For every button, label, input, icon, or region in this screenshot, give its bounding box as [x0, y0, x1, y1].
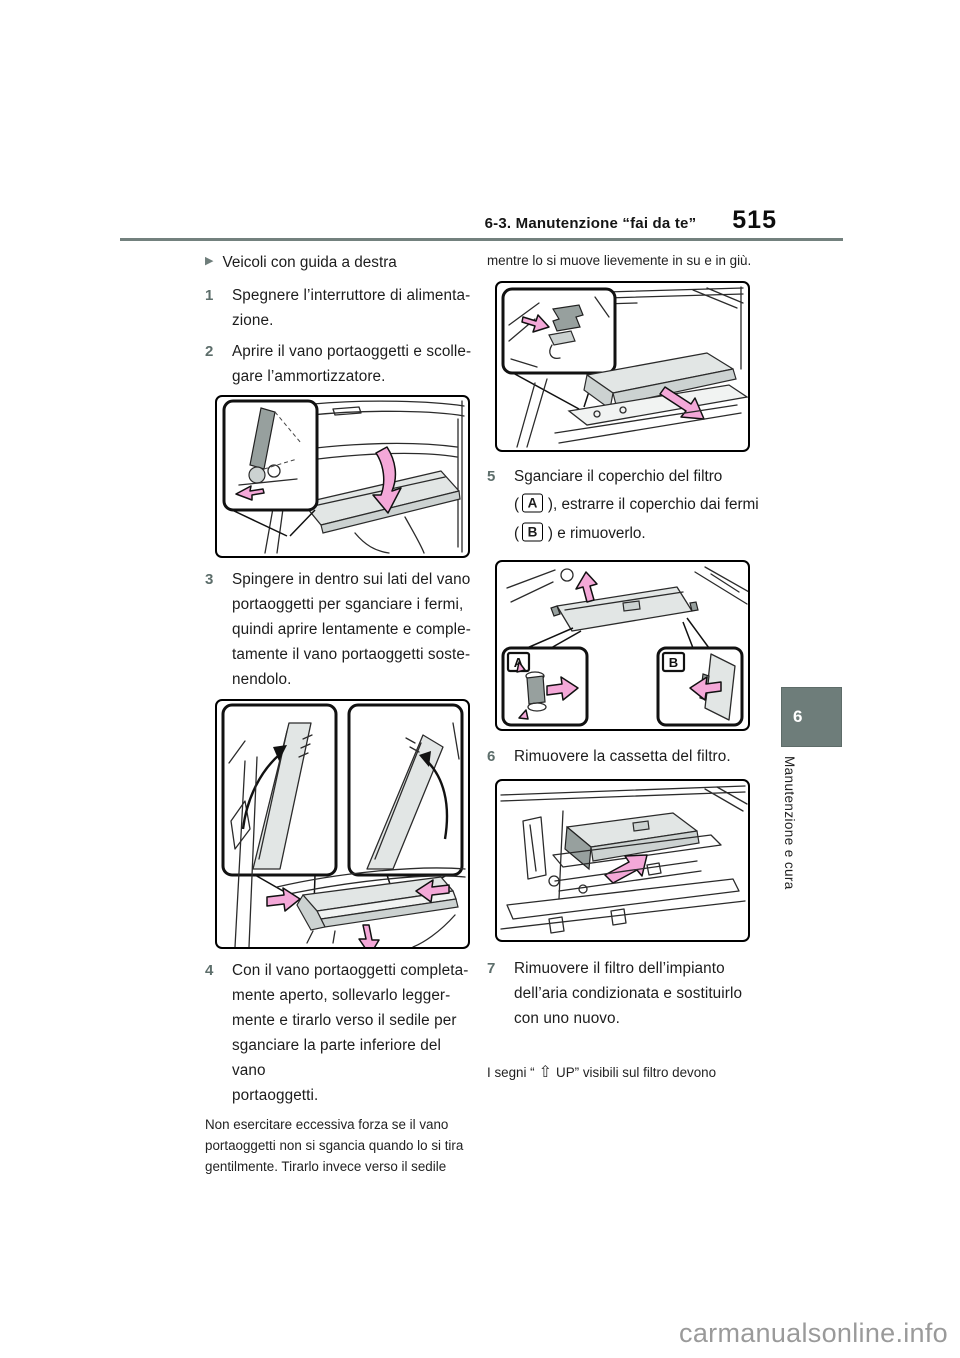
- chapter-tab: 6: [781, 687, 842, 747]
- section-title: 6-3. Manutenzione “fai da te”: [484, 215, 697, 232]
- continuation-text: mentre lo si muove lievemente in su e in…: [487, 253, 752, 268]
- step-7-number: 7: [487, 960, 496, 977]
- filter-cover-illustration: A B: [501, 566, 748, 727]
- figure-filter-cassette: [495, 779, 750, 942]
- glovebox-damper-illustration: [222, 399, 465, 554]
- chapter-number: 6: [793, 707, 803, 726]
- step-6-number: 6: [487, 748, 496, 765]
- label-b-badge: B: [522, 522, 543, 542]
- page-number: 515: [732, 206, 777, 234]
- step-2-number: 2: [205, 343, 214, 360]
- step-6-text: Rimuovere la cassetta del filtro.: [514, 748, 731, 765]
- filter-up-note-prefix: I segni “: [487, 1065, 535, 1080]
- step-5-line2: (A), estrarre il coperchio dai fermi: [514, 493, 759, 513]
- caution-note: Non esercitare eccessiva forza se il van…: [205, 1117, 464, 1174]
- right-column: mentre lo si muove lievemente in su e in…: [487, 250, 759, 1083]
- paren-open-b: (: [514, 525, 520, 542]
- label-a-badge: A: [522, 493, 543, 513]
- figure-glovebox-damper: [215, 395, 470, 558]
- step-3-text: Spingere in dentro sui lati del vano por…: [232, 571, 471, 688]
- step-1: 1 Spegnere l’interruttore di alimenta- z…: [205, 283, 475, 333]
- step-4: 4 Con il vano portaoggetti completa- men…: [205, 958, 475, 1108]
- step-3-number: 3: [205, 571, 214, 588]
- step-7: 7 Rimuovere il filtro dell’impianto dell…: [487, 956, 759, 1031]
- step-3: 3 Spingere in dentro sui lati del vano p…: [205, 567, 475, 692]
- glovebox-removal-illustration: [501, 286, 748, 448]
- figure-glovebox-removal: [495, 281, 750, 452]
- filter-up-note: I segni “⇧UP” visibili sul filtro devono: [487, 1041, 759, 1083]
- inset-label-b: B: [669, 655, 678, 670]
- step-1-number: 1: [205, 287, 214, 304]
- figure-glovebox-release: [215, 699, 470, 949]
- step-6: 6 Rimuovere la cassetta del filtro.: [487, 744, 759, 769]
- paren-open-a: (: [514, 496, 520, 513]
- page-header: 6-3. Manutenzione “fai da te” 515: [120, 206, 843, 235]
- step-4-text: Con il vano portaoggetti completa- mente…: [232, 962, 469, 1104]
- watermark-text: carmanualsonline.info: [679, 1318, 948, 1348]
- glovebox-release-illustration: [221, 703, 466, 947]
- step-2: 2 Aprire il vano portaoggetti e scolle- …: [205, 339, 475, 389]
- step-7-text: Rimuovere il filtro dell’impianto dell’a…: [514, 960, 743, 1027]
- rhd-heading-label: Veicoli con guida a destra: [222, 254, 397, 271]
- rhd-heading: ▶ Veicoli con guida a destra: [205, 250, 475, 275]
- up-arrow-icon: ⇧: [538, 1064, 553, 1081]
- step-2-text: Aprire il vano portaoggetti e scolle- ga…: [232, 343, 472, 385]
- triangle-bullet-icon: ▶: [205, 255, 214, 267]
- figure-filter-cover: A B: [495, 560, 750, 731]
- step-4-number: 4: [205, 962, 214, 979]
- step-5: 5 Sganciare il coperchio del filtro (A),…: [487, 464, 759, 548]
- step-5-line3: (B) e rimuoverlo.: [514, 522, 646, 542]
- step-5-after-b: ) e rimuoverlo.: [547, 525, 646, 542]
- filter-cassette-illustration: [500, 785, 748, 934]
- filter-up-note-suffix: UP” visibili sul filtro devono: [556, 1065, 717, 1080]
- step-5-line1: Sganciare il coperchio del filtro: [514, 468, 723, 485]
- chapter-title-vertical: Manutenzione e cura: [782, 756, 797, 890]
- step-1-text: Spegnere l’interruttore di alimenta- zio…: [232, 287, 471, 329]
- step-5-after-a: ), estrarre il coperchio dai fermi: [547, 496, 759, 513]
- header-rule: [120, 238, 843, 241]
- step-5-number: 5: [487, 468, 496, 485]
- left-column: ▶ Veicoli con guida a destra 1 Spegnere …: [205, 250, 475, 1177]
